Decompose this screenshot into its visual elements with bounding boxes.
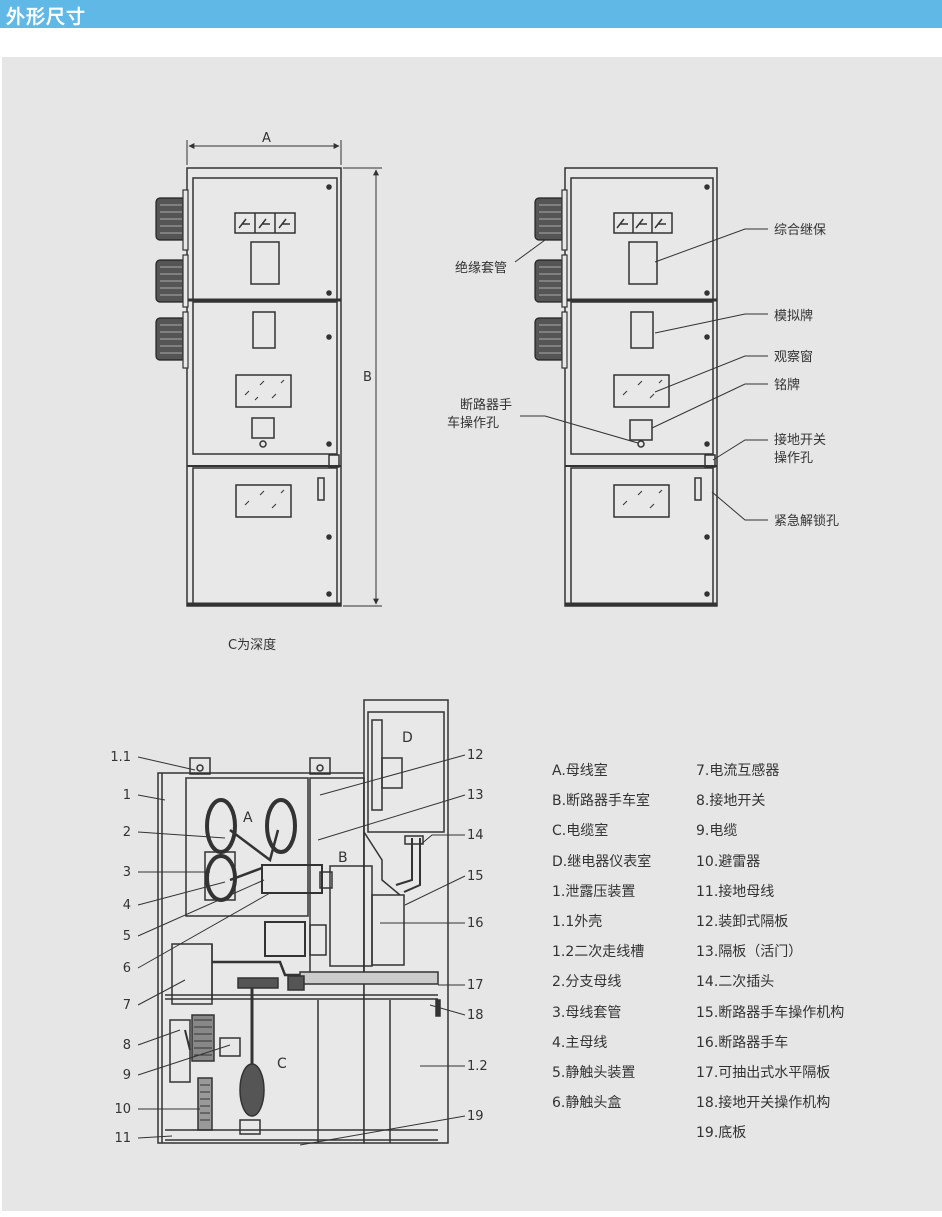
label-insulating-bushing: 绝缘套管 xyxy=(455,260,507,276)
section-number-right: 18 xyxy=(467,1008,484,1023)
section-leader-lines xyxy=(137,754,466,1146)
section-number-right: 15 xyxy=(467,869,484,884)
label-breaker-hole-2: 车操作孔 xyxy=(447,415,499,431)
legend-item: 9.电缆 xyxy=(696,823,738,840)
legend-item: 6.静触头盒 xyxy=(552,1095,622,1112)
section-header: 外形尺寸 xyxy=(0,0,942,28)
section-number-right: 14 xyxy=(467,828,484,843)
dim-a-label: A xyxy=(262,131,271,146)
legend-item: 18.接地开关操作机构 xyxy=(696,1095,831,1112)
label-observation-window: 观察窗 xyxy=(774,349,813,365)
label-breaker-hole-1: 断路器手 xyxy=(460,397,512,413)
legend-item: 8.接地开关 xyxy=(696,793,766,810)
legend-left-column: A.母线室 B.断路器手车室 C.电缆室 D.继电器仪表室 1.泄露压装置 1.1外壳 1.… xyxy=(552,756,651,1118)
section-number-right: 12 xyxy=(467,748,484,763)
dim-b-label: B xyxy=(363,370,372,385)
legend-item: 1.1外壳 xyxy=(552,913,603,930)
compartment-c-label: C xyxy=(277,1056,287,1072)
section-number-left: 1 xyxy=(123,788,131,803)
legend-right-column: 7.电流互感器 8.接地开关 9.电缆 10.避雷器 11.接地母线 12.装卸式隔板 13… xyxy=(696,756,844,1148)
front-view-bushings xyxy=(155,189,189,369)
section-number-left: 2 xyxy=(123,825,131,840)
section-number-left: 10 xyxy=(114,1102,131,1117)
section-number-left: 6 xyxy=(123,961,131,976)
legend-item: 17.可抽出式水平隔板 xyxy=(696,1064,831,1081)
label-mimic-panel: 模拟牌 xyxy=(774,308,813,324)
annotation-leader-lines xyxy=(514,228,768,521)
front-view-cabinet xyxy=(186,167,342,607)
legend-item: C.电缆室 xyxy=(552,823,609,840)
diagram-panel: A B C为深度 xyxy=(2,57,942,1211)
section-number-right: 16 xyxy=(467,916,484,931)
legend-item: 12.装卸式隔板 xyxy=(696,913,789,930)
compartment-a-label: A xyxy=(243,810,253,826)
section-number-right: 1.2 xyxy=(467,1059,488,1074)
label-earthing-switch-1: 接地开关 xyxy=(774,432,826,448)
section-title: 外形尺寸 xyxy=(6,6,87,28)
label-relay-protection: 综合继保 xyxy=(774,223,826,238)
section-number-right: 19 xyxy=(467,1109,484,1124)
legend-item: 4.主母线 xyxy=(552,1034,608,1051)
section-right-numbers: 12 13 14 15 16 17 18 1.2 19 xyxy=(467,748,488,1124)
annotated-view-bushings xyxy=(534,189,568,369)
section-number-left: 5 xyxy=(123,929,131,944)
section-number-left: 1.1 xyxy=(110,750,131,765)
legend-item: 1.泄露压装置 xyxy=(552,883,636,900)
section-number-left: 11 xyxy=(114,1131,131,1146)
legend-item: 16.断路器手车 xyxy=(696,1034,789,1051)
legend-item: 3.母线套管 xyxy=(552,1004,622,1021)
legend-item: 19.底板 xyxy=(696,1125,747,1142)
label-emergency-unlock: 紧急解锁孔 xyxy=(774,513,839,529)
dimension-lines xyxy=(186,140,382,607)
legend-item: D.继电器仪表室 xyxy=(552,853,652,870)
section-view-structure xyxy=(157,699,449,1144)
section-number-left: 3 xyxy=(123,865,131,880)
annotated-view-cabinet xyxy=(564,167,718,607)
label-earthing-switch-2: 操作孔 xyxy=(774,450,813,466)
legend-item: 13.隔板（活门） xyxy=(696,944,803,961)
label-nameplate: 铭牌 xyxy=(774,377,800,393)
legend-item: 10.避雷器 xyxy=(696,853,761,870)
legend-item: 15.断路器手车操作机构 xyxy=(696,1004,845,1021)
compartment-b-label: B xyxy=(338,850,348,866)
legend-item: 2.分支母线 xyxy=(552,974,622,991)
compartment-d-label: D xyxy=(402,730,413,746)
section-number-left: 4 xyxy=(123,898,131,913)
section-number-right: 17 xyxy=(467,978,484,993)
legend-item: A.母线室 xyxy=(552,763,608,779)
legend-item: B.断路器手车室 xyxy=(552,793,651,810)
legend-item: 14.二次插头 xyxy=(696,974,775,991)
legend-item: 1.2二次走线槽 xyxy=(552,944,645,961)
legend-item: 5.静触头装置 xyxy=(552,1064,636,1081)
legend-item: 7.电流互感器 xyxy=(696,763,780,779)
section-number-left: 8 xyxy=(123,1038,131,1053)
section-number-left: 9 xyxy=(123,1068,131,1083)
section-number-right: 13 xyxy=(467,788,484,803)
diagram-canvas: A B C为深度 xyxy=(110,131,839,1146)
section-left-numbers: 1.1 1 2 3 4 5 6 7 8 9 10 11 xyxy=(110,750,131,1146)
depth-note: C为深度 xyxy=(228,637,276,653)
section-number-left: 7 xyxy=(123,998,131,1013)
legend-item: 11.接地母线 xyxy=(696,883,775,900)
